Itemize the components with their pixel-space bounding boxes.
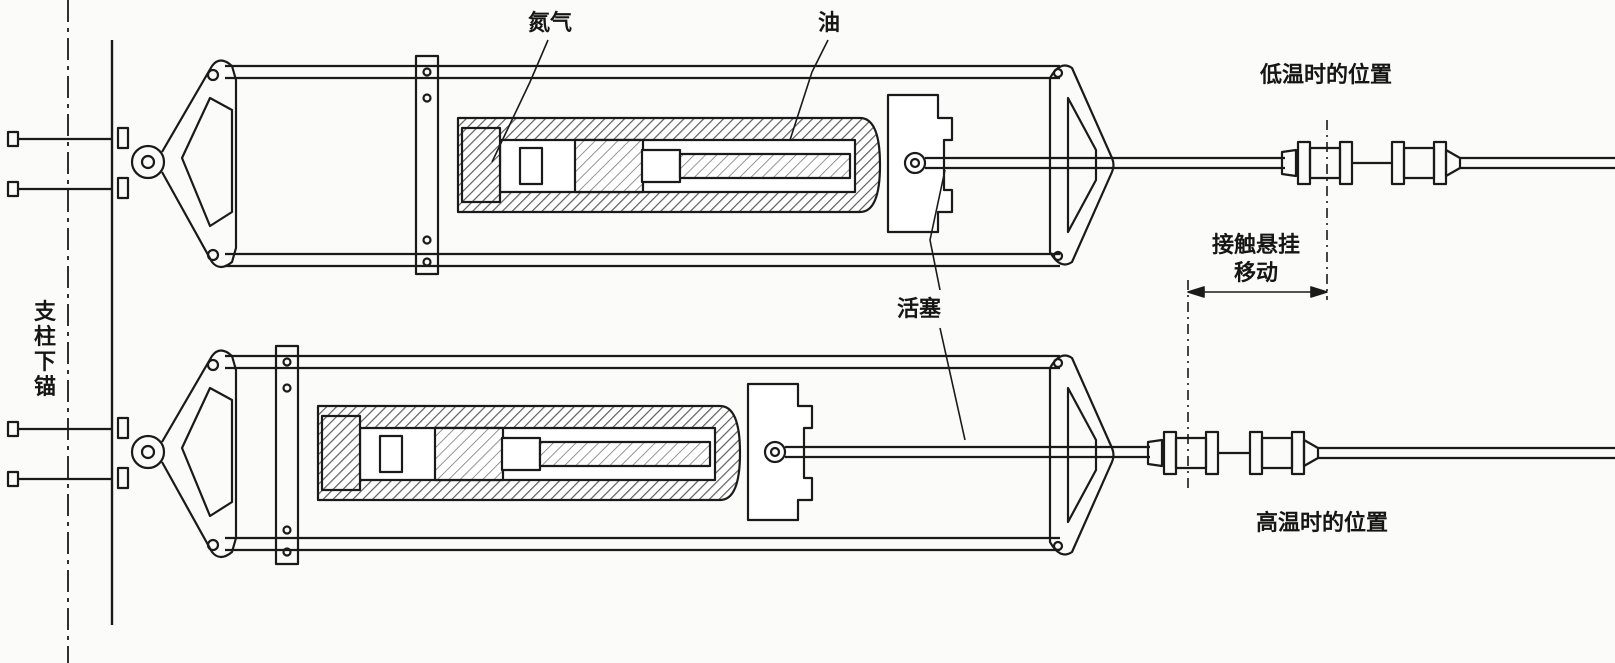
left-yoke [130, 59, 238, 269]
catenary-movement-label-line2: 移动 [1233, 261, 1278, 286]
oil-label: 油 [818, 11, 841, 36]
high-temp-position-label: 高温时的位置 [1256, 511, 1389, 536]
cable-clamp-low [1280, 140, 1462, 186]
anchor-bolt [6, 416, 130, 490]
anchor-mast-label: 支柱下锚 [33, 300, 56, 400]
leader-lines [491, 39, 966, 441]
right-yoke [1048, 354, 1115, 556]
tensioner-upper [130, 54, 1615, 276]
anchor-bolt [6, 126, 130, 200]
right-yoke [1048, 64, 1115, 266]
anchor-mast [6, 0, 130, 663]
tensioner-lower [130, 344, 1615, 566]
oil-leader [789, 39, 829, 141]
low-temp-position-label: 低温时的位置 [1260, 63, 1393, 88]
left-yoke [130, 349, 238, 559]
piston-label: 活塞 [897, 297, 942, 322]
nitrogen-label: 氮气 [528, 11, 573, 36]
piston-leader-lower [939, 327, 966, 441]
catenary-movement-label-line1: 接触悬挂 [1211, 233, 1300, 258]
cable-clamp-high [1146, 430, 1320, 476]
movement-dimension [1187, 120, 1328, 490]
piston-leader-upper [929, 169, 946, 291]
nitrogen-leader [491, 39, 549, 163]
